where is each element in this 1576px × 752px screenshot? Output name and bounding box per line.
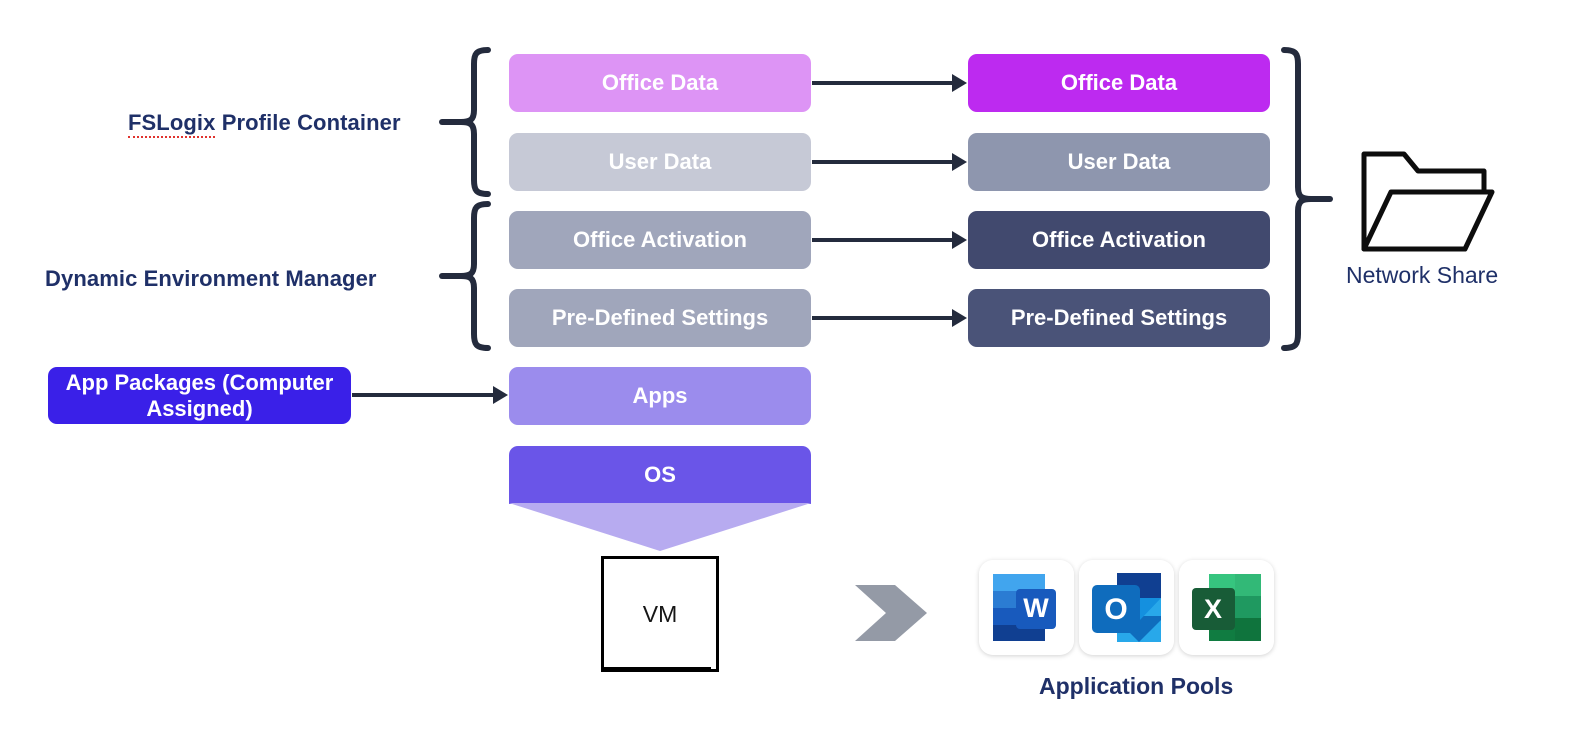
local-tile-office-activation[interactable]: Office Activation	[509, 211, 811, 269]
arrow-app-packages-to-apps	[352, 393, 494, 397]
word-icon: W	[979, 560, 1074, 655]
vm-bottom-edge	[601, 667, 711, 671]
remote-tile-label: User Data	[1067, 149, 1171, 175]
label-fslogix-profile-container: FSLogix Profile Container	[128, 110, 401, 138]
arrow-app-packages-head	[493, 386, 508, 404]
remote-tile-label: Pre-Defined Settings	[1010, 305, 1228, 331]
vm-label: VM	[642, 600, 678, 627]
excel-icon: X	[1179, 560, 1274, 655]
arrow-pre-defined-settings	[812, 316, 953, 320]
arrow-office-data-head	[952, 74, 967, 92]
local-tile-label: Pre-Defined Settings	[551, 305, 769, 331]
label-dynamic-environment-manager: Dynamic Environment Manager	[45, 266, 377, 291]
remote-tile-label: Office Activation	[1032, 227, 1206, 253]
app-packages-line1: App Packages (Computer	[65, 370, 334, 396]
network-share-caption: Network Share	[1346, 262, 1499, 288]
arrow-office-data	[812, 81, 953, 85]
svg-text:X: X	[1204, 594, 1222, 624]
vm-box[interactable]: VM	[601, 556, 719, 672]
local-tile-user-data[interactable]: User Data	[509, 133, 811, 191]
arrow-office-activation	[812, 238, 953, 242]
brace-network-share-group	[1278, 46, 1334, 352]
remote-tile-office-activation[interactable]: Office Activation	[968, 211, 1270, 269]
brace-fslogix-group	[438, 46, 492, 198]
local-tile-label: Office Data	[601, 70, 719, 96]
svg-text:W: W	[1023, 593, 1049, 623]
platform-tile-os[interactable]: OS	[509, 446, 811, 504]
local-tile-label: User Data	[608, 149, 712, 175]
remote-tile-label: Office Data	[1060, 70, 1178, 96]
brace-dem-group	[438, 200, 492, 352]
word-icon-tile[interactable]: W	[979, 560, 1074, 655]
arrow-office-activation-head	[952, 231, 967, 249]
platform-tile-apps[interactable]: Apps	[509, 367, 811, 425]
label-fslogix-misspelled-word: FSLogix	[128, 110, 216, 138]
local-tile-office-data[interactable]: Office Data	[509, 54, 811, 112]
excel-icon-tile[interactable]: X	[1179, 560, 1274, 655]
arrow-user-data	[812, 160, 953, 164]
svg-text:O: O	[1104, 593, 1127, 626]
outlook-icon: O	[1079, 560, 1174, 655]
remote-tile-office-data[interactable]: Office Data	[968, 54, 1270, 112]
local-tile-label: Office Activation	[573, 227, 747, 253]
outlook-icon-tile[interactable]: O	[1079, 560, 1174, 655]
network-share-folder-icon	[1358, 145, 1498, 255]
arrow-user-data-head	[952, 153, 967, 171]
app-packages-line2: Assigned)	[146, 395, 253, 421]
remote-tile-pre-defined-settings[interactable]: Pre-Defined Settings	[968, 289, 1270, 347]
label-fslogix-remainder: Profile Container	[215, 110, 401, 135]
application-pools-caption: Application Pools	[1039, 673, 1234, 699]
app-packages-box[interactable]: App Packages (Computer Assigned)	[48, 367, 351, 424]
local-tile-pre-defined-settings[interactable]: Pre-Defined Settings	[509, 289, 811, 347]
remote-tile-user-data[interactable]: User Data	[968, 133, 1270, 191]
funnel-triangle	[509, 503, 811, 551]
arrow-pre-defined-settings-head	[952, 309, 967, 327]
platform-tile-label: OS	[644, 462, 676, 488]
chevron-right-icon	[855, 585, 927, 641]
platform-tile-label: Apps	[632, 383, 688, 409]
